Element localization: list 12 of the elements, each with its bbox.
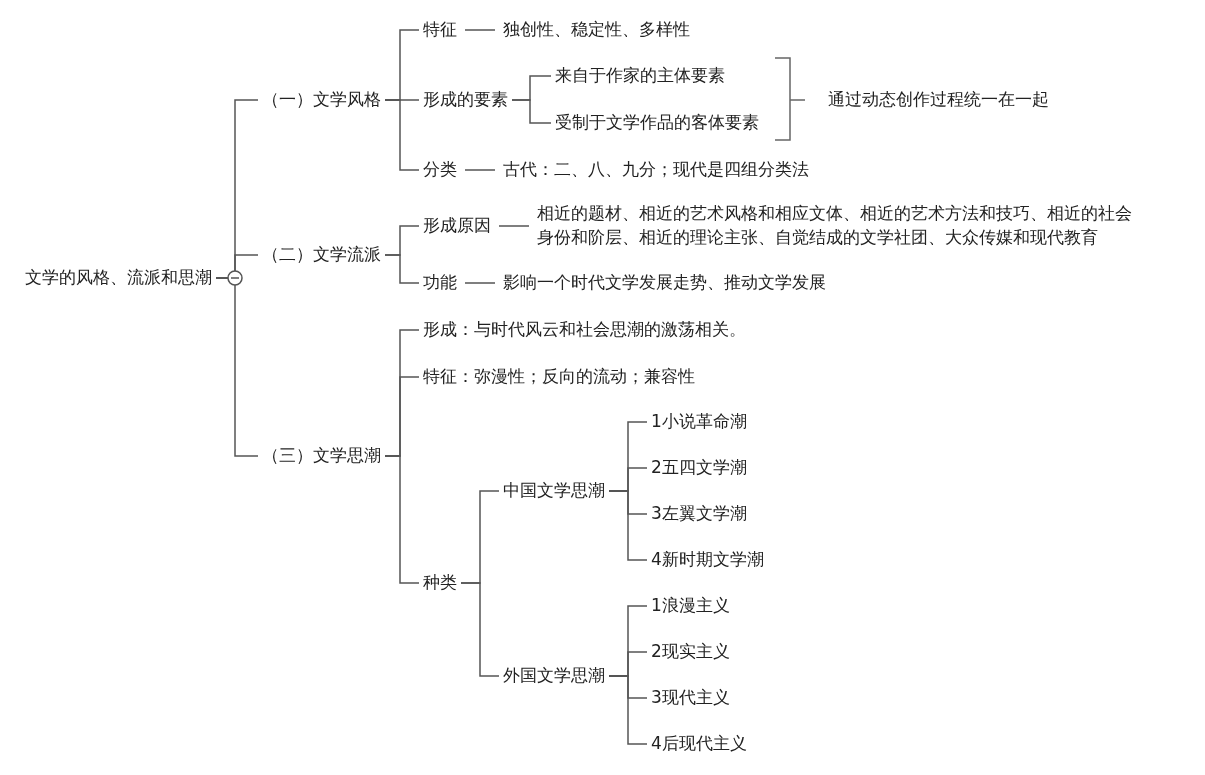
connector-line [464, 169, 496, 171]
connector-line [608, 675, 648, 745]
connector-line [608, 490, 648, 561]
connector-line [464, 29, 496, 31]
connector-line [464, 282, 496, 284]
connector-line [384, 455, 420, 584]
connector-line [215, 277, 259, 457]
connector-line [511, 99, 552, 124]
connector-line [384, 254, 420, 284]
connector-line [498, 225, 530, 227]
connector-line [460, 582, 500, 677]
connector-line [384, 99, 420, 171]
